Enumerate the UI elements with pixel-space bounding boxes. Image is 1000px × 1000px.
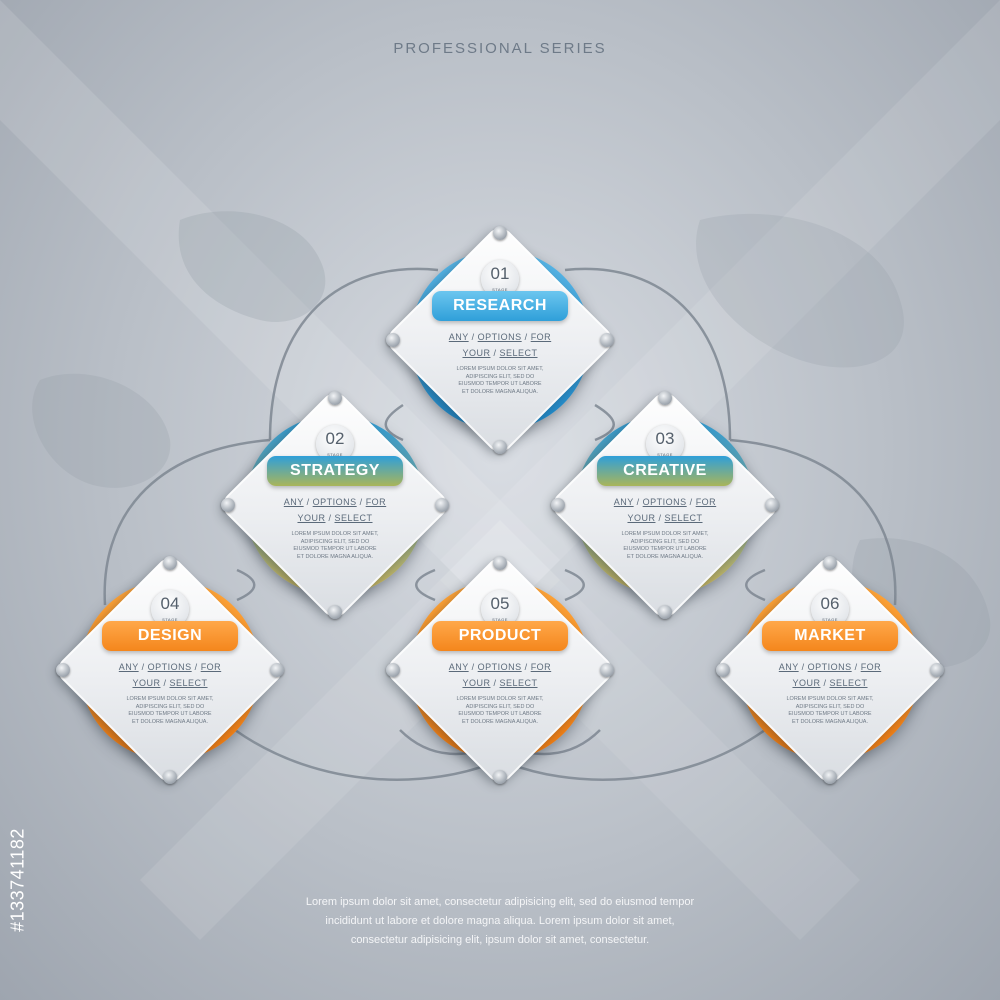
option-link[interactable]: YOUR: [297, 513, 326, 523]
option-link[interactable]: YOUR: [132, 678, 161, 688]
step-description: LOREM IPSUM DOLOR SIT AMET, ADIPISCING E…: [291, 531, 379, 560]
step-options: ANY / OPTIONS / FOR YOUR / SELECT: [283, 497, 387, 523]
stage-label: STAGE: [492, 617, 508, 622]
rivet-icon: [600, 333, 614, 347]
step-number: 02: [325, 429, 345, 448]
option-link[interactable]: ANY: [283, 497, 304, 507]
rivet-icon: [386, 663, 400, 677]
step-card-market: 06 STAGE MARKET ANY / OPTIONS / FOR YOUR…: [710, 550, 950, 790]
step-description: LOREM IPSUM DOLOR SIT AMET, ADIPISCING E…: [786, 696, 874, 725]
step-description: LOREM IPSUM DOLOR SIT AMET, ADIPISCING E…: [456, 366, 544, 395]
step-number: 05: [490, 594, 510, 613]
step-title-pill: PRODUCT: [432, 621, 568, 651]
option-link[interactable]: ANY: [448, 332, 469, 342]
option-link[interactable]: SELECT: [499, 678, 538, 688]
footer-line: Lorem ipsum dolor sit amet, consectetur …: [305, 896, 695, 908]
option-link[interactable]: OPTIONS: [147, 662, 192, 672]
rivet-icon: [328, 605, 342, 619]
rivet-icon: [658, 605, 672, 619]
rivet-icon: [823, 770, 837, 784]
step-number: 06: [820, 594, 840, 613]
step-title-pill: CREATIVE: [597, 456, 733, 486]
stage-label: STAGE: [822, 617, 838, 622]
rivet-icon: [328, 391, 342, 405]
footer-paragraph: Lorem ipsum dolor sit amet, consectetur …: [250, 893, 750, 950]
step-number: 03: [655, 429, 675, 448]
rivet-icon: [493, 226, 507, 240]
step-card-strategy: 02 STAGE STRATEGY ANY / OPTIONS / FOR YO…: [215, 385, 455, 625]
rivet-icon: [56, 663, 70, 677]
footer-line: incididunt ut labore et dolore magna ali…: [325, 915, 675, 927]
step-card-product: 05 STAGE PRODUCT ANY / OPTIONS / FOR YOU…: [380, 550, 620, 790]
option-link[interactable]: SELECT: [169, 678, 208, 688]
stage-label: STAGE: [327, 452, 343, 457]
option-link[interactable]: OPTIONS: [477, 332, 522, 342]
step-title-pill: DESIGN: [102, 621, 238, 651]
option-link[interactable]: SELECT: [334, 513, 373, 523]
option-link[interactable]: ANY: [448, 662, 469, 672]
rivet-icon: [600, 663, 614, 677]
step-options: ANY / OPTIONS / FOR YOUR / SELECT: [118, 662, 222, 688]
option-link[interactable]: FOR: [860, 662, 882, 672]
rivet-icon: [163, 770, 177, 784]
stage-label: STAGE: [492, 287, 508, 292]
step-card-design: 04 STAGE DESIGN ANY / OPTIONS / FOR YOUR…: [50, 550, 290, 790]
stage-label: STAGE: [162, 617, 178, 622]
step-card-research: 01 STAGE RESEARCH ANY / OPTIONS / FOR YO…: [380, 220, 620, 460]
option-link[interactable]: OPTIONS: [642, 497, 687, 507]
step-options: ANY / OPTIONS / FOR YOUR / SELECT: [448, 662, 552, 688]
option-link[interactable]: OPTIONS: [807, 662, 852, 672]
rivet-icon: [270, 663, 284, 677]
rivet-icon: [551, 498, 565, 512]
step-title-pill: STRATEGY: [267, 456, 403, 486]
step-number: 01: [490, 264, 510, 283]
option-link[interactable]: OPTIONS: [312, 497, 357, 507]
step-options: ANY / OPTIONS / FOR YOUR / SELECT: [778, 662, 882, 688]
rivet-icon: [221, 498, 235, 512]
footer-line: consectetur adipisicing elit, ipsum dolo…: [350, 934, 650, 946]
step-description: LOREM IPSUM DOLOR SIT AMET, ADIPISCING E…: [621, 531, 709, 560]
step-card-creative: 03 STAGE CREATIVE ANY / OPTIONS / FOR YO…: [545, 385, 785, 625]
option-link[interactable]: ANY: [118, 662, 139, 672]
rivet-icon: [493, 440, 507, 454]
option-link[interactable]: FOR: [365, 497, 387, 507]
step-description: LOREM IPSUM DOLOR SIT AMET, ADIPISCING E…: [456, 696, 544, 725]
option-link[interactable]: SELECT: [829, 678, 868, 688]
option-link[interactable]: FOR: [695, 497, 717, 507]
option-link[interactable]: YOUR: [462, 348, 491, 358]
step-title-pill: MARKET: [762, 621, 898, 651]
rivet-icon: [765, 498, 779, 512]
option-link[interactable]: YOUR: [792, 678, 821, 688]
rivet-icon: [823, 556, 837, 570]
rivet-icon: [493, 770, 507, 784]
rivet-icon: [493, 556, 507, 570]
option-link[interactable]: SELECT: [664, 513, 703, 523]
rivet-icon: [163, 556, 177, 570]
option-link[interactable]: OPTIONS: [477, 662, 522, 672]
option-link[interactable]: SELECT: [499, 348, 538, 358]
series-title: PROFESSIONAL SERIES: [393, 40, 607, 57]
option-link[interactable]: YOUR: [462, 678, 491, 688]
step-title-pill: RESEARCH: [432, 291, 568, 321]
option-link[interactable]: FOR: [530, 662, 552, 672]
rivet-icon: [386, 333, 400, 347]
step-options: ANY / OPTIONS / FOR YOUR / SELECT: [613, 497, 717, 523]
option-link[interactable]: ANY: [613, 497, 634, 507]
option-link[interactable]: ANY: [778, 662, 799, 672]
option-link[interactable]: FOR: [530, 332, 552, 342]
option-link[interactable]: FOR: [200, 662, 222, 672]
rivet-icon: [435, 498, 449, 512]
option-link[interactable]: YOUR: [627, 513, 656, 523]
stock-id-text: #133741182: [7, 828, 28, 932]
rivet-icon: [716, 663, 730, 677]
stage-label: STAGE: [657, 452, 673, 457]
stock-id-watermark: #133741182: [2, 770, 34, 990]
rivet-icon: [930, 663, 944, 677]
step-number: 04: [160, 594, 180, 613]
rivet-icon: [658, 391, 672, 405]
step-options: ANY / OPTIONS / FOR YOUR / SELECT: [448, 332, 552, 358]
step-description: LOREM IPSUM DOLOR SIT AMET, ADIPISCING E…: [126, 696, 214, 725]
